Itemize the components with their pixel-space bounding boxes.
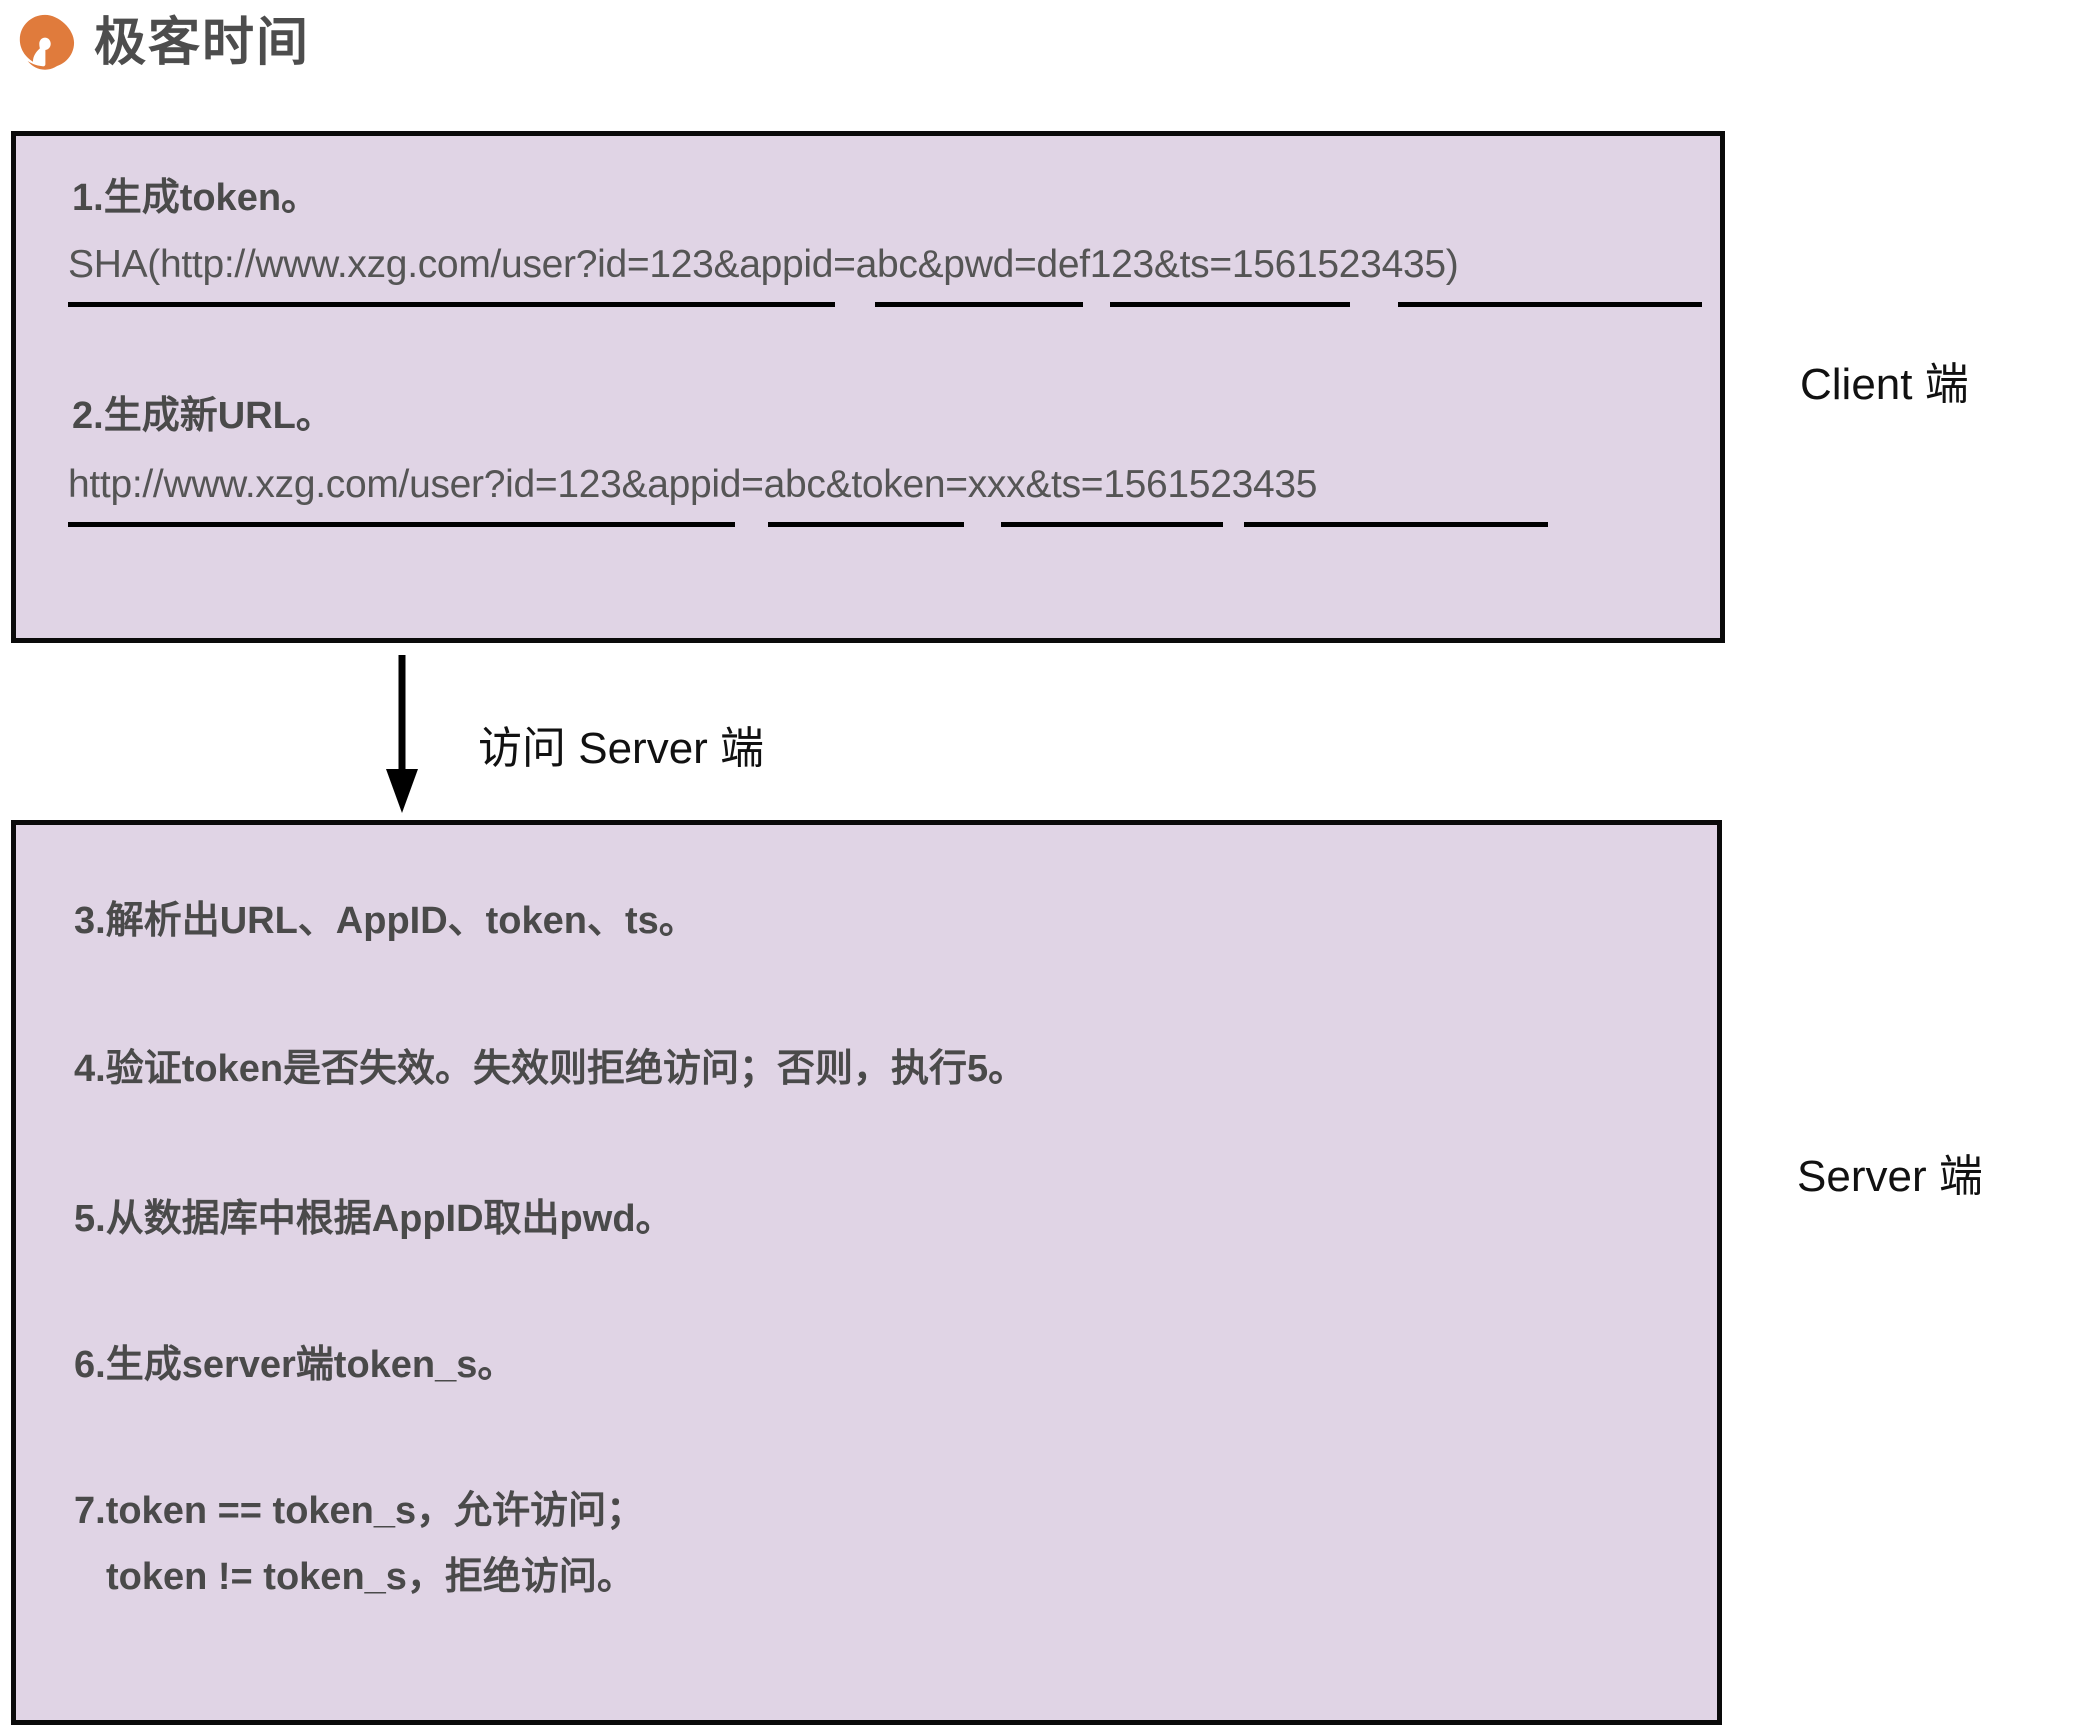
client-step-1-title: 1.生成token。 <box>72 177 320 219</box>
server-step-7-line-1: 7.token == token_s，允许访问； <box>74 1490 645 1532</box>
server-step-7-line-2: token != token_s，拒绝访问。 <box>106 1556 635 1598</box>
underline-segment-ts-2 <box>1244 522 1548 527</box>
underline-segment-appid-2 <box>768 522 964 527</box>
server-panel: 3.解析出URL、AppID、token、ts。 4.验证token是否失效。失… <box>11 820 1722 1725</box>
geektime-logo-icon <box>14 12 76 74</box>
server-step-4: 4.验证token是否失效。失效则拒绝访问；否则，执行5。 <box>74 1048 1027 1090</box>
underline-segment-url-base-2 <box>68 522 735 527</box>
server-step-6: 6.生成server端token_s。 <box>74 1344 516 1386</box>
underline-segment-url-base <box>68 302 835 307</box>
client-step-1-url: SHA(http://www.xzg.com/user?id=123&appid… <box>68 243 1459 286</box>
client-step-2-title: 2.生成新URL。 <box>72 395 334 437</box>
client-panel: 1.生成token。 SHA(http://www.xzg.com/user?i… <box>11 131 1725 643</box>
brand-logo: 极客时间 <box>14 12 310 74</box>
server-step-5: 5.从数据库中根据AppID取出pwd。 <box>74 1198 674 1240</box>
underline-segment-pwd <box>1110 302 1350 307</box>
underline-segment-token <box>1001 522 1223 527</box>
flow-label: 访问 Server 端 <box>478 724 765 773</box>
server-step-3: 3.解析出URL、AppID、token、ts。 <box>74 900 697 942</box>
underline-segment-appid <box>875 302 1083 307</box>
underline-segment-ts <box>1398 302 1702 307</box>
server-side-label: Server 端 <box>1797 1152 1983 1201</box>
client-side-label: Client 端 <box>1800 360 1969 409</box>
brand-name: 极客时间 <box>94 14 311 72</box>
client-step-2-url: http://www.xzg.com/user?id=123&appid=abc… <box>68 463 1318 506</box>
